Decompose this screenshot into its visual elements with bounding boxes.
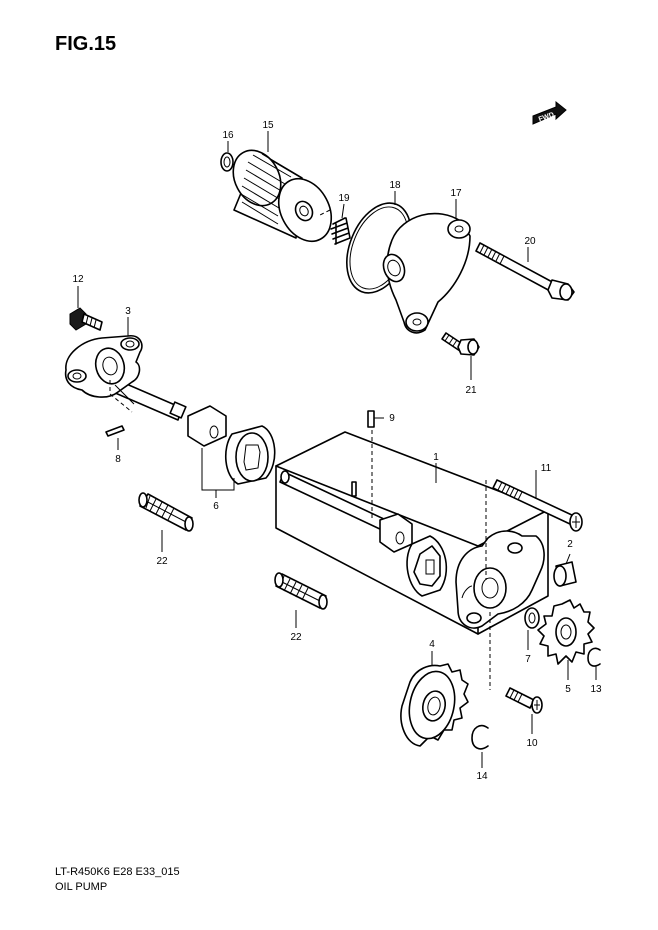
callout-11: 11 xyxy=(541,463,552,474)
part-7-washer xyxy=(524,607,540,629)
callout-1: 1 xyxy=(433,452,439,463)
callout-15: 15 xyxy=(262,120,274,131)
part-22-dowel-pin-a xyxy=(138,492,194,532)
callout-20: 20 xyxy=(524,236,536,247)
part-8-pin xyxy=(105,425,125,437)
callout-9: 9 xyxy=(389,413,395,424)
part-20-long-bolt xyxy=(475,242,575,301)
part-12-bolt xyxy=(69,307,103,331)
figure-title: FIG.15 xyxy=(55,33,117,55)
fwd-arrow-icon: FWD xyxy=(532,100,567,125)
part-1-pump-cover xyxy=(455,530,545,629)
part-4-pump-drive-gear xyxy=(400,663,469,747)
callout-10: 10 xyxy=(526,738,538,749)
model-code: LT-R450K6 E28 E33_015 xyxy=(55,866,180,878)
callout-2: 2 xyxy=(567,539,573,550)
part-11-screw xyxy=(492,479,583,532)
part-17-filter-cap xyxy=(382,212,471,334)
part-9-pin xyxy=(367,410,375,428)
part-10-screw xyxy=(505,687,543,714)
part-19-spring xyxy=(330,217,351,245)
callout-19: 19 xyxy=(338,193,350,204)
assembly-name: OIL PUMP xyxy=(55,881,108,893)
callout-14: 14 xyxy=(476,771,488,782)
callout-13: 13 xyxy=(590,684,602,695)
part-16-o-ring xyxy=(220,152,234,172)
callout-6: 6 xyxy=(213,501,219,512)
leader-lines xyxy=(77,131,597,768)
part-21-bolt xyxy=(441,332,480,356)
callout-8: 8 xyxy=(115,454,121,465)
callout-18: 18 xyxy=(389,180,401,191)
callout-22a: 22 xyxy=(156,556,168,567)
callout-7: 7 xyxy=(525,654,531,665)
callout-17: 17 xyxy=(450,188,462,199)
part-5-pump-driven-gear xyxy=(537,599,595,665)
part-13-circlip xyxy=(587,647,601,667)
callout-numbers: 16 15 19 18 17 20 21 12 3 8 9 1 11 6 2 2… xyxy=(72,120,602,782)
callout-22b: 22 xyxy=(290,632,302,643)
callout-5: 5 xyxy=(565,684,571,695)
part-2-dowel xyxy=(553,561,577,587)
part-14-circlip xyxy=(471,724,489,750)
part-15-oil-filter xyxy=(232,149,333,243)
callout-4: 4 xyxy=(429,639,435,650)
assembly-dashed-lines xyxy=(109,209,491,690)
part-6-rotor-set xyxy=(187,405,276,485)
callout-3: 3 xyxy=(125,306,131,317)
part-3-pump-shaft xyxy=(64,335,187,421)
callout-16: 16 xyxy=(222,130,234,141)
callout-21: 21 xyxy=(465,385,477,396)
callout-12: 12 xyxy=(72,274,84,285)
part-22-dowel-pin-b xyxy=(274,572,328,610)
part-1-inner-shaft xyxy=(279,470,448,597)
